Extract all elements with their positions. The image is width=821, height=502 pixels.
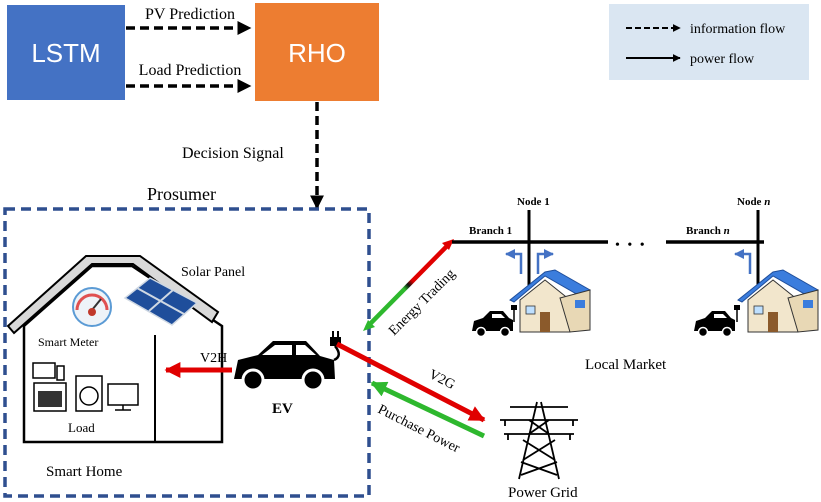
- v2g-arrow: [335, 341, 486, 423]
- pv-prediction-label: PV Prediction: [145, 6, 235, 23]
- market-house-n-icon: [737, 269, 819, 333]
- branch-n-label: Branch n: [686, 225, 730, 237]
- legend: information flow power flow: [609, 4, 809, 80]
- solar-panel-icon: [123, 277, 199, 326]
- v2g-label: V2G: [426, 367, 457, 393]
- market-car-n-icon: [694, 305, 740, 338]
- ev-car-icon: [234, 331, 341, 392]
- node-1-in-arrow: [536, 249, 554, 274]
- purchase-power-label: Purchase Power: [375, 402, 462, 456]
- load-prediction-label: Load Prediction: [139, 62, 242, 79]
- legend-power-flow: power flow: [690, 52, 755, 67]
- power-grid-label: Power Grid: [508, 485, 578, 501]
- rho-label: RHO: [288, 38, 346, 68]
- energy-trading-label: Energy Trading: [386, 267, 458, 339]
- bus-ellipsis: • • •: [615, 238, 647, 253]
- lstm-label: LSTM: [31, 38, 100, 68]
- smart-meter-icon: [72, 287, 112, 327]
- v2h-label: V2H: [200, 351, 227, 366]
- prosumer-box: [3, 207, 371, 498]
- local-market-label: Local Market: [585, 357, 667, 373]
- market-car-1-icon: [472, 305, 517, 338]
- node-1-out-arrow: [505, 249, 523, 274]
- market-house-1-icon: [509, 269, 591, 333]
- prosumer-title: Prosumer: [147, 184, 216, 204]
- lstm-block: LSTM: [7, 5, 125, 100]
- smart-home-label: Smart Home: [46, 464, 123, 480]
- node-1-label: Node 1: [517, 196, 550, 208]
- smart-home-house: [6, 255, 224, 444]
- smart-meter-label: Smart Meter: [38, 335, 98, 349]
- energy-trading-arrow: [365, 241, 452, 329]
- appliances-icon: [32, 362, 139, 412]
- rho-block: RHO: [255, 3, 379, 101]
- purchase-power-arrow: [370, 380, 486, 439]
- decision-signal-label: Decision Signal: [182, 145, 284, 162]
- market-bus: [452, 210, 764, 286]
- energy-trading-head-up: [442, 239, 454, 250]
- node-n-out-arrow: [734, 249, 752, 274]
- power-grid-tower-icon: [500, 401, 578, 480]
- load-label: Load: [68, 420, 95, 435]
- energy-trading-head-down: [363, 320, 375, 331]
- legend-information-flow: information flow: [690, 22, 786, 37]
- branch-1-label: Branch 1: [469, 225, 512, 237]
- node-n-label: Node n: [737, 196, 770, 208]
- solar-panel-label: Solar Panel: [181, 265, 245, 280]
- ev-label: EV: [272, 401, 293, 417]
